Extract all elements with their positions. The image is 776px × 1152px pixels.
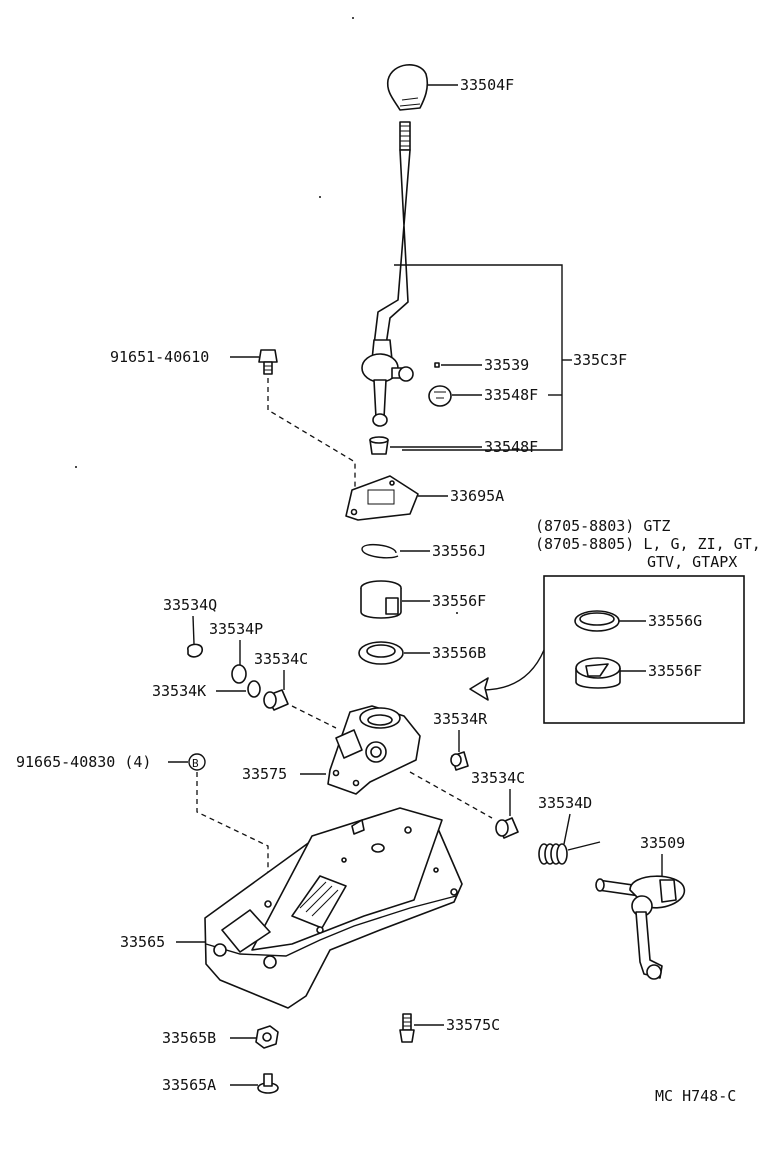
grommet-33565A [257,1073,279,1094]
ring-33556G [574,610,620,632]
inset-pointer-arrow [481,649,545,691]
variant-note-line1: (8705-8803) GTZ [535,517,670,535]
bushing-33548F [369,436,389,455]
bushing-33534C-b [495,817,519,839]
base-33565 [204,807,463,1009]
label-33556G: 33556G [648,612,702,630]
seat-33556B [358,641,404,665]
washer-33534K [247,680,261,698]
bolt-91651-40610 [258,349,278,375]
label-33534P: 33534P [209,620,263,638]
clip-33534Q [187,643,203,658]
label-33504F: 33504F [460,76,514,94]
label-33534D: 33534D [538,794,592,812]
label-33534R: 33534R [433,710,488,728]
label-91665-40830: 91665-40830 (4) [16,753,151,771]
label-33509: 33509 [640,834,685,852]
label-33534Q: 33534Q [163,596,217,614]
ball-seat-33548F [428,385,452,407]
bushing-33534C-a [263,689,289,711]
label-33556F-inset: 33556F [648,662,702,680]
pin-33539 [434,362,440,368]
washer-33534P [231,664,247,684]
pin-33534R [450,751,469,771]
label-33565: 33565 [120,933,165,951]
figure-code: MC H748-C [655,1087,736,1105]
label-33565B: 33565B [162,1029,216,1047]
lever-33509 [595,875,685,980]
label-33534K: 33534K [152,682,206,700]
label-33534C-b: 33534C [471,769,525,787]
label-33695A: 33695A [450,487,504,505]
label-33556F: 33556F [432,592,486,610]
bolt-marker-letter: B [192,757,199,770]
shift-lever-rod [361,121,414,427]
variant-note-line2: (8705-8805) L, G, ZI, GT, [535,535,761,553]
bushing-33556F-inset [575,657,621,689]
label-33556B: 33556B [432,644,486,662]
label-33556J: 33556J [432,542,486,560]
nut-33565B [255,1025,279,1049]
label-91651-40610: 91651-40610 [110,348,209,366]
variant-note-line3: GTV, GTAPX [647,553,737,571]
bolt-marker-circle [188,753,206,771]
label-33548F-b: 33548F [484,438,538,456]
label-33565A: 33565A [162,1076,216,1094]
label-33534C-a: 33534C [254,650,308,668]
variant-inset-box [543,575,745,724]
label-33575: 33575 [242,765,287,783]
shift-knob-33504F [386,64,429,111]
snap-ring-33556J [361,543,399,559]
housing-33575 [327,705,421,795]
bushing-33556F [360,580,402,619]
label-33575C: 33575C [446,1016,500,1034]
label-335C3F: 335C3F [573,351,627,369]
label-33539: 33539 [484,356,529,374]
spring-33534D [538,843,568,865]
bolt-33575C [399,1013,415,1043]
label-33548F-a: 33548F [484,386,538,404]
plate-33695A [345,475,419,521]
